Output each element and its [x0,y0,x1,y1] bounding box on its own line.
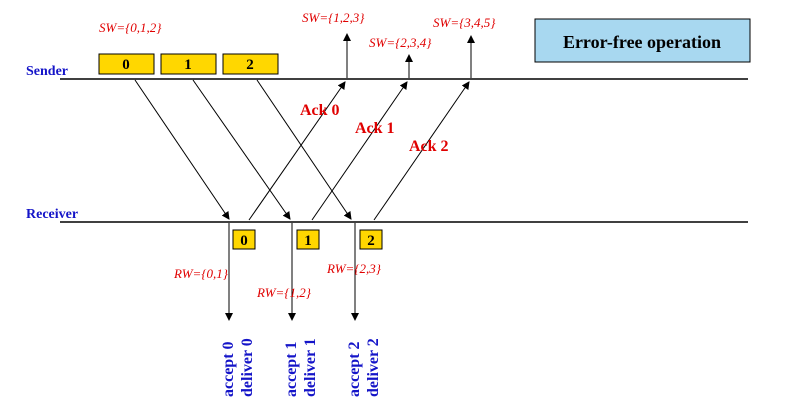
sender-window-3: SW={3,4,5} [433,15,496,30]
sender-frame-2-label: 2 [246,57,254,73]
deliver-label-1: deliver 1 [302,338,319,397]
sender-window-1: SW={1,2,3} [302,10,365,25]
sender-frame-0-label: 0 [122,57,130,73]
title-box [534,18,751,63]
ack-arrow-0 [248,81,346,221]
ack-arrow-2 [373,81,470,221]
receiver-frame-1 [296,229,320,250]
sender-frame-0 [98,53,155,75]
receiver-window-2: RW={2,3} [326,261,382,276]
receiver-window-0: RW={0,1} [173,266,229,281]
deliver-label-2: deliver 2 [365,338,382,397]
sender-window-2: SW={2,3,4} [369,35,432,50]
accept-label-1: accept 1 [283,341,300,397]
sender-label: Sender [26,64,68,79]
sender-frame-1-label: 1 [184,57,192,73]
receiver-window-1: RW={1,2} [256,285,312,300]
receiver-frame-2-label: 2 [367,233,375,249]
receiver-label: Receiver [26,207,78,222]
sender-frame-2 [222,53,279,75]
diagram-title: Error-free operation [563,32,721,52]
accept-label-0: accept 0 [220,341,237,397]
ack-label-1: Ack 1 [355,120,395,137]
sender-window-0: SW={0,1,2} [99,20,162,35]
ack-arrow-1 [311,81,408,221]
receiver-frame-0 [232,229,256,250]
deliver-label-0: deliver 0 [239,338,256,397]
ack-label-0: Ack 0 [300,102,340,119]
data-arrow-1 [192,79,291,220]
accept-label-2: accept 2 [346,341,363,397]
receiver-frame-1-label: 1 [304,233,312,249]
sender-frame-1 [160,53,217,75]
ack-label-2: Ack 2 [409,138,449,155]
data-arrow-0 [134,79,230,220]
data-arrow-2 [256,79,352,220]
receiver-frame-0-label: 0 [240,233,248,249]
receiver-frame-2 [359,229,383,250]
